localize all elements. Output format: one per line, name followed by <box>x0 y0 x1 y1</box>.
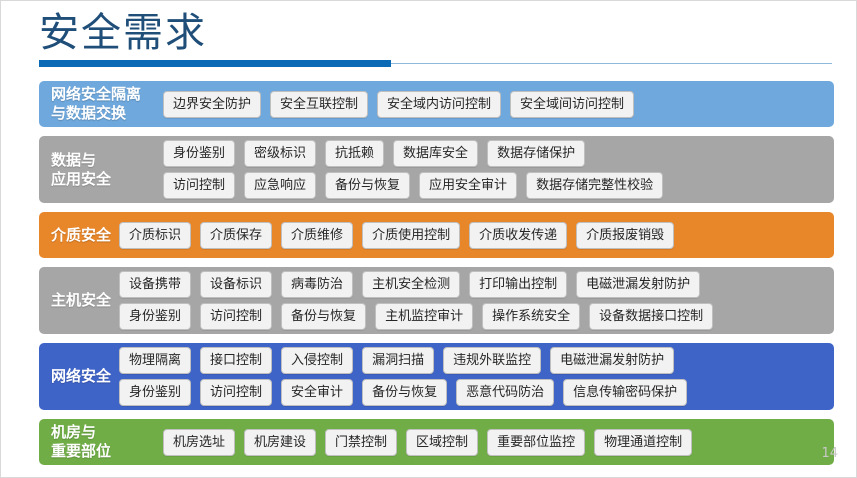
title-underline <box>39 60 832 68</box>
requirement-chip[interactable]: 介质维修 <box>281 221 354 249</box>
requirement-chip[interactable]: 电磁泄漏发射防护 <box>550 347 675 374</box>
band-items: 设备携带设备标识病毒防治主机安全检测打印输出控制电磁泄漏发射防护身份鉴别访问控制… <box>119 271 828 330</box>
requirement-chip[interactable]: 访问控制 <box>200 303 273 330</box>
requirement-chip[interactable]: 抗抵赖 <box>325 140 385 167</box>
requirement-band: 机房与 重要部位 机房选址机房建设门禁控制区域控制重要部位监控物理通道控制 <box>39 419 834 465</box>
requirement-chip[interactable]: 应用安全审计 <box>419 172 518 199</box>
requirement-chip[interactable]: 物理隔离 <box>119 347 192 374</box>
band-items: 身份鉴别密级标识抗抵赖数据库安全数据存储保护访问控制应急响应备份与恢复应用安全审… <box>163 140 828 199</box>
requirement-chip[interactable]: 主机安全检测 <box>362 271 461 298</box>
requirement-chip[interactable]: 介质报废销毁 <box>576 221 675 249</box>
requirement-chip[interactable]: 打印输出控制 <box>469 271 568 298</box>
requirement-chip[interactable]: 操作系统安全 <box>482 303 581 330</box>
requirement-chip[interactable]: 身份鉴别 <box>119 303 192 330</box>
requirement-chip[interactable]: 访问控制 <box>163 172 236 199</box>
band-item-row: 物理隔离接口控制入侵控制漏洞扫描违规外联监控电磁泄漏发射防护 <box>119 347 828 374</box>
band-label: 网络安全 <box>51 367 112 385</box>
requirement-chip[interactable]: 漏洞扫描 <box>362 347 435 374</box>
band-item-row: 机房选址机房建设门禁控制区域控制重要部位监控物理通道控制 <box>163 428 828 456</box>
band-items: 物理隔离接口控制入侵控制漏洞扫描违规外联监控电磁泄漏发射防护身份鉴别访问控制安全… <box>119 347 828 406</box>
requirement-chip[interactable]: 数据库安全 <box>393 140 479 167</box>
requirement-chip[interactable]: 应急响应 <box>244 172 317 199</box>
band-items: 介质标识介质保存介质维修介质使用控制介质收发传递介质报废销毁 <box>119 221 828 249</box>
requirement-chip[interactable]: 介质标识 <box>119 221 192 249</box>
requirement-band: 网络安全隔离 与数据交换边界安全防护安全互联控制安全域内访问控制安全域间访问控制 <box>39 81 834 127</box>
requirement-band: 主机安全设备携带设备标识病毒防治主机安全检测打印输出控制电磁泄漏发射防护身份鉴别… <box>39 267 834 334</box>
requirement-chip[interactable]: 身份鉴别 <box>163 140 236 167</box>
requirement-chip[interactable]: 数据存储完整性校验 <box>526 172 664 199</box>
requirement-chip[interactable]: 机房选址 <box>163 428 236 456</box>
title-block: 安全需求 <box>39 9 832 57</box>
requirement-chip[interactable]: 密级标识 <box>244 140 317 167</box>
requirement-chip[interactable]: 备份与恢复 <box>281 303 367 330</box>
band-label: 机房与 重要部位 <box>51 423 112 460</box>
requirement-chip[interactable]: 备份与恢复 <box>325 172 411 199</box>
requirement-chip[interactable]: 机房建设 <box>244 428 317 456</box>
band-item-row: 边界安全防护安全互联控制安全域内访问控制安全域间访问控制 <box>163 90 828 118</box>
requirement-chip[interactable]: 介质收发传递 <box>469 221 568 249</box>
band-label: 网络安全隔离 与数据交换 <box>51 85 142 122</box>
requirement-chip[interactable]: 违规外联监控 <box>443 347 542 374</box>
band-label: 主机安全 <box>51 291 112 309</box>
band-item-row: 访问控制应急响应备份与恢复应用安全审计数据存储完整性校验 <box>163 172 828 199</box>
band-label: 数据与 应用安全 <box>51 150 112 188</box>
requirement-chip[interactable]: 访问控制 <box>200 379 273 406</box>
band-item-row: 身份鉴别访问控制备份与恢复主机监控审计操作系统安全设备数据接口控制 <box>119 303 828 330</box>
requirement-chip[interactable]: 备份与恢复 <box>362 379 448 406</box>
requirement-chip[interactable]: 门禁控制 <box>325 428 398 456</box>
band-items: 边界安全防护安全互联控制安全域内访问控制安全域间访问控制 <box>163 90 828 118</box>
band-item-row: 介质标识介质保存介质维修介质使用控制介质收发传递介质报废销毁 <box>119 221 828 249</box>
page-number: 14 <box>821 446 838 461</box>
requirement-chip[interactable]: 主机监控审计 <box>375 303 474 330</box>
requirement-chip[interactable]: 信息传输密码保护 <box>563 379 688 406</box>
requirement-chip[interactable]: 区域控制 <box>406 428 479 456</box>
requirement-chip[interactable]: 电磁泄漏发射防护 <box>576 271 701 298</box>
requirement-band: 网络安全物理隔离接口控制入侵控制漏洞扫描违规外联监控电磁泄漏发射防护身份鉴别访问… <box>39 343 834 410</box>
requirement-chip[interactable]: 安全域间访问控制 <box>510 90 635 118</box>
band-item-row: 身份鉴别密级标识抗抵赖数据库安全数据存储保护 <box>163 140 828 167</box>
band-item-row: 设备携带设备标识病毒防治主机安全检测打印输出控制电磁泄漏发射防护 <box>119 271 828 298</box>
requirement-chip[interactable]: 设备数据接口控制 <box>589 303 714 330</box>
requirement-chip[interactable]: 物理通道控制 <box>594 428 693 456</box>
requirement-chip[interactable]: 安全域内访问控制 <box>377 90 502 118</box>
requirement-band: 介质安全介质标识介质保存介质维修介质使用控制介质收发传递介质报废销毁 <box>39 212 834 258</box>
underline-thin <box>39 63 832 64</box>
requirement-chip[interactable]: 重要部位监控 <box>487 428 586 456</box>
requirement-chip[interactable]: 介质保存 <box>200 221 273 249</box>
page-title: 安全需求 <box>39 10 207 56</box>
requirement-chip[interactable]: 病毒防治 <box>281 271 354 298</box>
band-items: 机房选址机房建设门禁控制区域控制重要部位监控物理通道控制 <box>163 428 828 456</box>
underline-thick <box>39 60 391 67</box>
requirement-chip[interactable]: 安全互联控制 <box>270 90 369 118</box>
requirement-chip[interactable]: 设备携带 <box>119 271 192 298</box>
requirement-chip[interactable]: 入侵控制 <box>281 347 354 374</box>
requirement-chip[interactable]: 接口控制 <box>200 347 273 374</box>
requirement-chip[interactable]: 边界安全防护 <box>163 90 262 118</box>
requirement-rows: 网络安全隔离 与数据交换边界安全防护安全互联控制安全域内访问控制安全域间访问控制… <box>39 81 834 474</box>
band-label: 介质安全 <box>51 225 112 244</box>
band-item-row: 身份鉴别访问控制安全审计备份与恢复恶意代码防治信息传输密码保护 <box>119 379 828 406</box>
requirement-chip[interactable]: 身份鉴别 <box>119 379 192 406</box>
requirement-chip[interactable]: 数据存储保护 <box>487 140 586 167</box>
requirement-chip[interactable]: 介质使用控制 <box>362 221 461 249</box>
requirement-chip[interactable]: 恶意代码防治 <box>456 379 555 406</box>
requirement-band: 数据与 应用安全身份鉴别密级标识抗抵赖数据库安全数据存储保护访问控制应急响应备份… <box>39 136 834 203</box>
requirement-chip[interactable]: 安全审计 <box>281 379 354 406</box>
requirement-chip[interactable]: 设备标识 <box>200 271 273 298</box>
